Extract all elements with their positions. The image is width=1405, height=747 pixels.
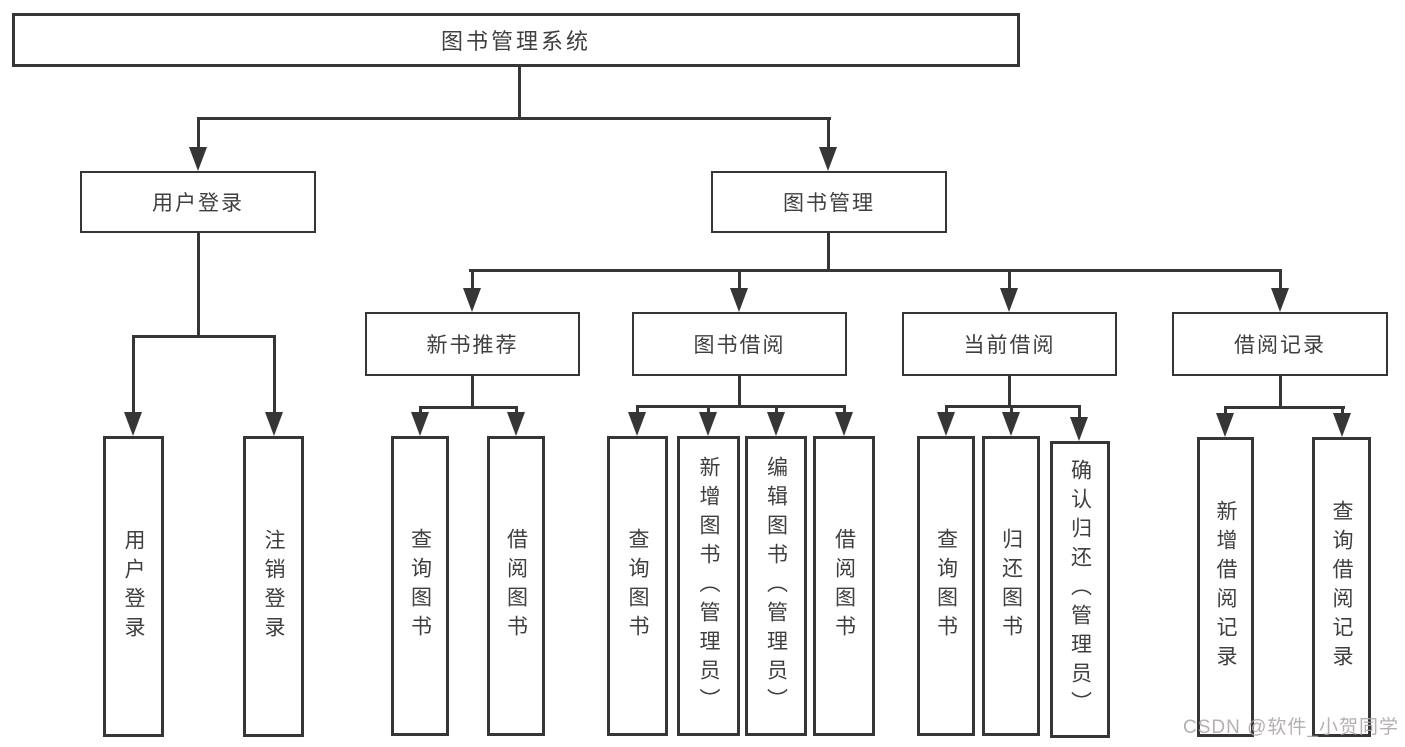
node-borrow-records: 借阅记录 [1172, 312, 1388, 376]
connector-br-down [1279, 375, 1282, 409]
leaf-records-add: 新增借阅记录 [1197, 437, 1254, 737]
connector-br1-stem [1224, 406, 1227, 416]
connector-root-stem [518, 66, 521, 119]
leaf-borrow-edit: 编辑图书（管理员） [745, 436, 807, 736]
node-root: 图书管理系统 [12, 13, 1020, 67]
connector-nb2-stem [515, 406, 518, 416]
arrow-nb1-icon [411, 412, 429, 436]
connector-nb1-stem [419, 406, 422, 416]
connector-newbooks-stem [471, 269, 474, 294]
leaf-borrow-add: 新增图书（管理员） [677, 436, 740, 736]
connector-cb1-stem [945, 405, 948, 415]
leaf-current-confirm: 确认归还（管理员） [1050, 441, 1110, 738]
csdn-watermark: CSDN @软件_小贺同学 [1183, 717, 1399, 738]
connector-cb2-stem [1010, 405, 1013, 415]
connector-bookmgmt-stem [827, 117, 830, 157]
arrow-bb2-icon [699, 412, 717, 436]
connector-bb4-stem [843, 405, 846, 415]
connector-br2-stem [1341, 406, 1344, 416]
leaf-newbooks-query: 查询图书 [391, 436, 449, 736]
arrow-userlogin-icon [189, 147, 207, 171]
node-user-login: 用户登录 [80, 171, 316, 233]
arrow-nb2-icon [507, 412, 525, 436]
node-book-borrow: 图书借阅 [632, 312, 847, 376]
connector-login-bar [132, 335, 276, 338]
connector-login-down [197, 232, 200, 338]
connector-bb-down [738, 375, 741, 408]
arrow-bb4-icon [835, 412, 853, 436]
connector-records-stem [1279, 269, 1282, 294]
connector-cb-bar [945, 405, 1081, 408]
leaf-current-return: 归还图书 [982, 436, 1040, 736]
connector-bb-bar [636, 405, 846, 408]
arrow-bookmgmt-icon [819, 147, 837, 171]
connector-level3-bar [469, 269, 1282, 272]
leaf-logout: 注销登录 [243, 436, 304, 737]
connector-login-child2-stem [273, 335, 276, 415]
node-book-mgmt: 图书管理 [711, 171, 947, 233]
leaf-records-query: 查询借阅记录 [1312, 437, 1371, 737]
arrow-bb3-icon [767, 412, 785, 436]
connector-level2-bar [197, 117, 831, 120]
connector-cb3-stem [1078, 405, 1081, 419]
connector-userlogin-stem [197, 117, 200, 157]
leaf-borrow-borrow: 借阅图书 [813, 436, 875, 736]
connector-newbooks-bar [419, 406, 518, 409]
arrow-bb1-icon [628, 412, 646, 436]
connector-mgmt-down [827, 232, 830, 272]
arrow-br1-icon [1216, 413, 1234, 437]
connector-br-bar [1224, 406, 1345, 409]
arrow-br2-icon [1333, 413, 1351, 437]
arrow-cb3-icon [1070, 417, 1088, 441]
leaf-newbooks-borrow: 借阅图书 [487, 436, 545, 736]
leaf-user-login: 用户登录 [103, 436, 164, 737]
leaf-current-query: 查询图书 [917, 436, 975, 736]
connector-login-child1-stem [132, 335, 135, 415]
connector-bb1-stem [636, 405, 639, 415]
arrow-cb1-icon [937, 412, 955, 436]
arrow-borrow-icon [730, 288, 748, 312]
node-current-borrow: 当前借阅 [902, 312, 1117, 376]
connector-borrow-stem [738, 269, 741, 294]
arrow-newbooks-icon [463, 288, 481, 312]
arrow-records-icon [1271, 288, 1289, 312]
arrow-login-child2-icon [265, 412, 283, 436]
leaf-borrow-query: 查询图书 [607, 436, 668, 736]
node-new-books: 新书推荐 [365, 312, 580, 376]
connector-bb3-stem [775, 405, 778, 415]
connector-cb-down [1008, 375, 1011, 408]
connector-bb2-stem [707, 405, 710, 415]
arrow-login-child1-icon [124, 412, 142, 436]
connector-current-stem [1008, 269, 1011, 294]
connector-newbooks-down [471, 375, 474, 409]
arrow-cb2-icon [1002, 412, 1020, 436]
arrow-current-icon [1000, 288, 1018, 312]
